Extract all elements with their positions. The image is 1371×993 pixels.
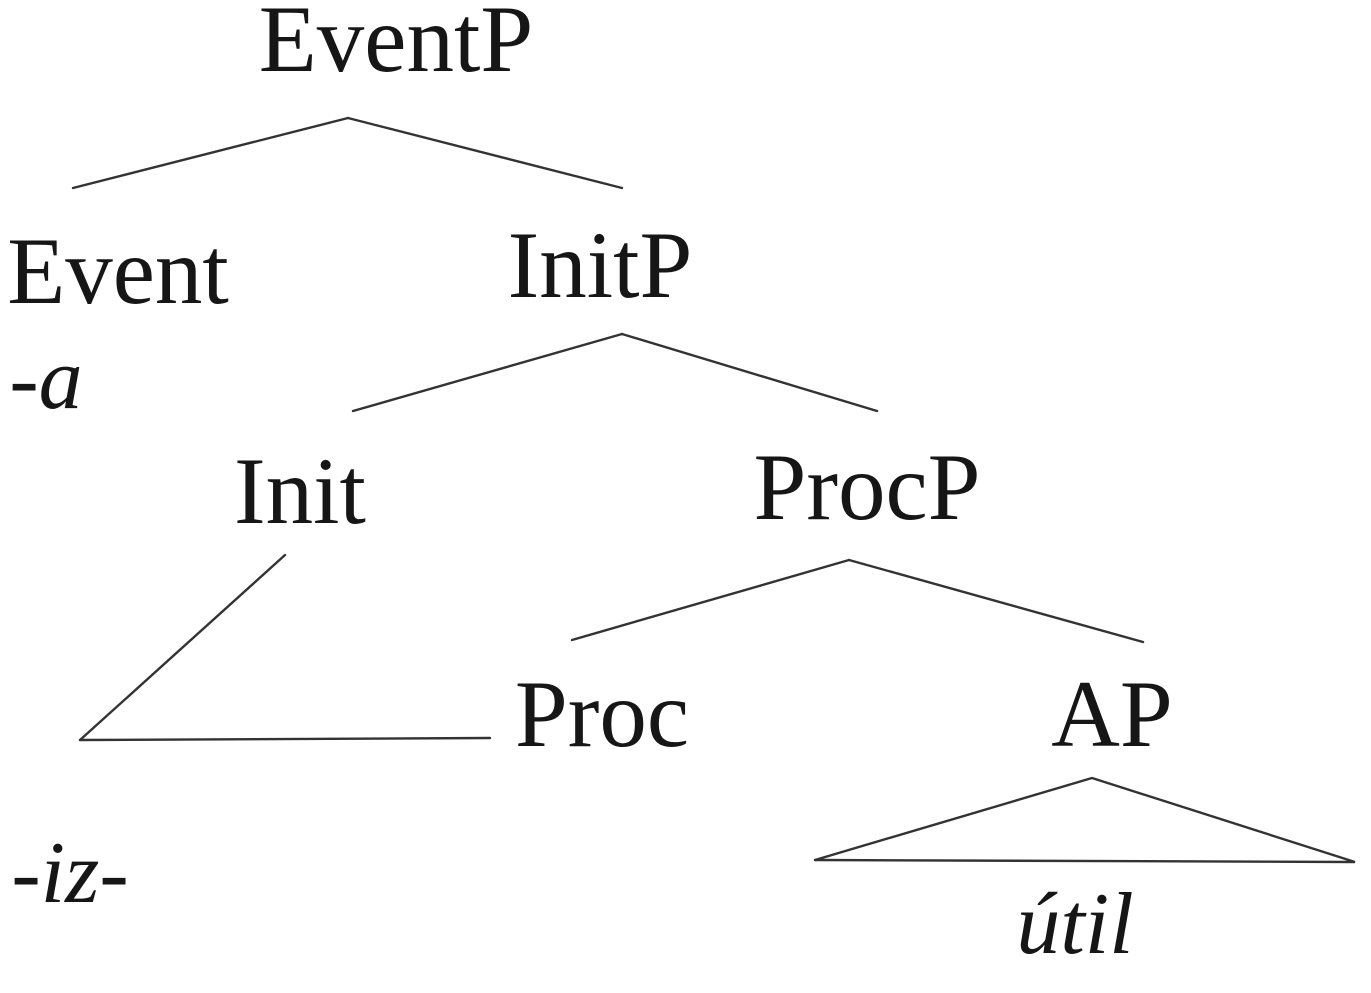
edge-procp-to-ap xyxy=(847,558,1145,644)
edge-iz-to-proc xyxy=(78,736,492,742)
node-procp: ProcP xyxy=(753,434,981,540)
edge-eventp-to-initp xyxy=(346,116,624,190)
ap-triangle xyxy=(813,776,1356,864)
node-init: Init xyxy=(234,438,366,544)
node-proc: Proc xyxy=(514,661,690,767)
edge-initp-to-procp xyxy=(620,332,879,413)
node-event: Event xyxy=(7,218,229,324)
node-eventp: EventP xyxy=(258,0,534,92)
edge-eventp-to-event xyxy=(71,116,350,190)
edge-procp-to-proc xyxy=(570,558,851,642)
node-initp: InitP xyxy=(507,212,693,318)
morpheme-a: -a xyxy=(9,331,83,428)
edge-init-to-iz xyxy=(78,553,287,742)
edge-initp-to-init xyxy=(351,332,624,413)
lexical-util: útil xyxy=(1016,876,1134,973)
node-ap: AP xyxy=(1051,661,1173,767)
morpheme-iz: -iz- xyxy=(11,825,129,922)
